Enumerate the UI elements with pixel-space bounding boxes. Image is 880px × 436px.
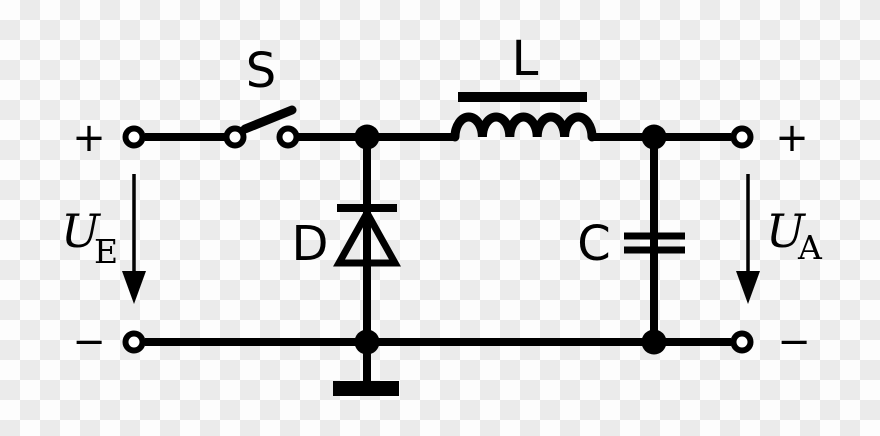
input-terminal-top-icon bbox=[122, 125, 146, 149]
output-voltage-subscript: A bbox=[797, 228, 823, 267]
inductor-core-bar bbox=[458, 92, 587, 102]
input-terminal-bottom-icon bbox=[122, 330, 146, 354]
output-terminal-bottom-icon bbox=[730, 330, 754, 354]
output-minus-sign: − bbox=[777, 319, 811, 365]
diode-triangle bbox=[333, 205, 401, 267]
inductor-label: L bbox=[512, 31, 539, 87]
input-plus-sign: + bbox=[72, 115, 106, 161]
input-voltage-subscript: E bbox=[94, 232, 118, 271]
output-voltage-arrowhead bbox=[736, 271, 760, 304]
circuit-lines bbox=[122, 105, 754, 384]
ground-bar-icon bbox=[333, 381, 399, 396]
switch-label: S bbox=[246, 43, 276, 99]
terminals bbox=[122, 125, 754, 354]
junction-dot-bottom-left bbox=[354, 329, 380, 355]
switch-pole-circle-left bbox=[223, 125, 247, 149]
switch-blade bbox=[240, 105, 297, 134]
diode-label: D bbox=[292, 216, 329, 272]
input-voltage-label: U E bbox=[61, 204, 118, 271]
filled-shapes bbox=[122, 92, 760, 396]
input-minus-sign: − bbox=[72, 319, 106, 365]
output-terminal-top-icon bbox=[730, 125, 754, 149]
output-voltage-symbol: U bbox=[766, 204, 807, 258]
labels: S L D C + − + − U E U A bbox=[61, 31, 823, 365]
capacitor-label: C bbox=[577, 216, 611, 272]
input-voltage-symbol: U bbox=[61, 204, 102, 258]
inductor-coil bbox=[450, 112, 597, 142]
junction-dot-top-right bbox=[641, 124, 667, 150]
junction-dot-bottom-right bbox=[641, 329, 667, 355]
input-voltage-arrowhead bbox=[122, 271, 146, 304]
junction-dot-top-left bbox=[354, 124, 380, 150]
output-plus-sign: + bbox=[775, 115, 809, 161]
switch-pole-circle-right bbox=[276, 125, 300, 149]
output-voltage-label: U A bbox=[766, 204, 823, 267]
